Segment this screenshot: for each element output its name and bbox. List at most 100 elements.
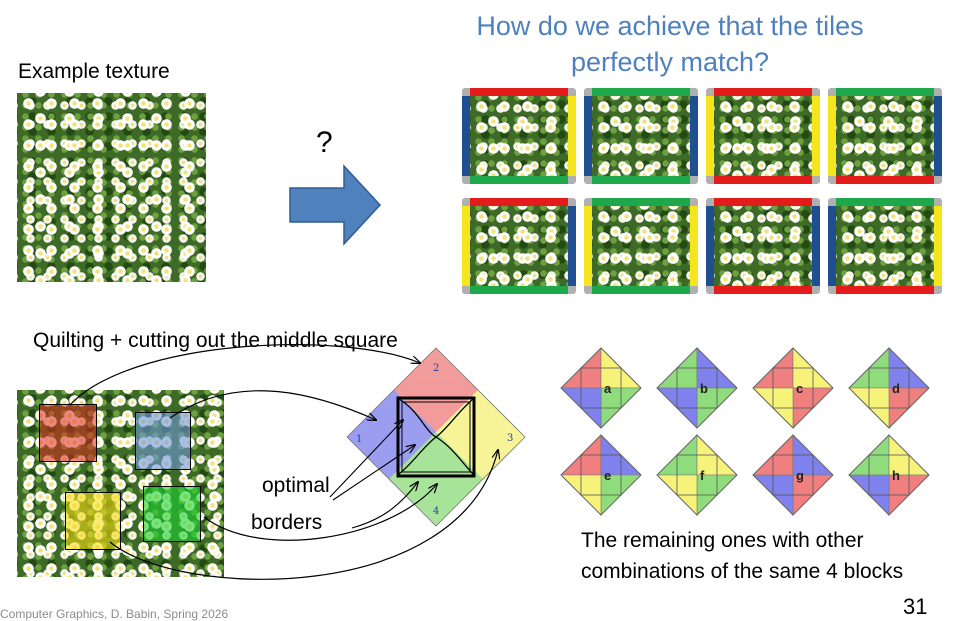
tile-edge-right <box>568 206 576 286</box>
tile-pattern-d: d <box>848 347 930 429</box>
tile-pattern-h: h <box>848 434 930 516</box>
arrow-red-to-2 <box>69 344 420 406</box>
tile-edge-left <box>462 206 470 286</box>
arrow-green-to-4 <box>203 484 437 541</box>
middle-square <box>396 396 476 478</box>
pattern-inner-square <box>676 367 718 409</box>
texture-tile <box>706 198 820 294</box>
borders-label: borders <box>251 511 323 534</box>
quilting-source-texture <box>17 390 224 577</box>
optimal-label: optimal <box>262 474 330 497</box>
pattern-label: a <box>604 381 612 396</box>
slide-title: How do we achieve that the tiles perfect… <box>476 11 864 77</box>
tile-pattern-f: f <box>656 434 738 516</box>
tile-edge-top <box>592 88 690 96</box>
tile-patterns: a b c d e f g h <box>560 345 945 520</box>
patch-number-2: 2 <box>433 363 439 374</box>
texture-tile <box>584 88 698 184</box>
texture-tile <box>462 198 576 294</box>
tiles-grid <box>462 88 947 304</box>
tile-texture-image <box>470 96 568 176</box>
tile-texture-image <box>714 206 812 286</box>
green-patch-overlay <box>143 486 201 542</box>
tile-edge-right <box>690 206 698 286</box>
tile-edge-left <box>828 206 836 286</box>
tile-pattern-g: g <box>752 434 834 516</box>
patch-number-1: 1 <box>356 434 362 445</box>
pattern-label: c <box>796 381 803 396</box>
pattern-outline <box>560 434 642 516</box>
tile-edge-bottom <box>470 176 568 184</box>
tile-texture-image <box>592 206 690 286</box>
tile-edge-top <box>470 198 568 206</box>
cut-curve-2 <box>398 398 474 475</box>
pattern-outline <box>752 347 834 429</box>
tile-edge-left <box>584 206 592 286</box>
tile-pattern-c: c <box>752 347 834 429</box>
texture-tile <box>462 88 576 184</box>
tile-pattern-a: a <box>560 347 642 429</box>
quilting-label: Quilting + cutting out the middle square <box>33 329 398 352</box>
tile-edge-right <box>812 96 820 176</box>
tile-edge-bottom <box>836 176 934 184</box>
tile-edge-top <box>836 198 934 206</box>
tile-edge-top <box>714 198 812 206</box>
pattern-outline <box>656 347 738 429</box>
tile-edge-top <box>592 198 690 206</box>
tile-edge-bottom <box>836 286 934 294</box>
tile-edge-bottom <box>714 286 812 294</box>
pattern-outline <box>752 434 834 516</box>
pattern-outline <box>560 347 642 429</box>
tile-pattern-b: b <box>656 347 738 429</box>
patch-number-4: 4 <box>433 506 439 517</box>
tile-edge-left <box>462 96 470 176</box>
tile-edge-top <box>836 88 934 96</box>
example-texture-label: Example texture <box>18 60 170 83</box>
tile-edge-right <box>934 206 942 286</box>
pattern-label: b <box>700 381 708 396</box>
tile-edge-left <box>584 96 592 176</box>
pointer-optimal-2 <box>332 445 415 501</box>
red-patch-overlay <box>39 404 97 462</box>
pattern-inner-square <box>772 454 814 496</box>
pattern-outline <box>656 434 738 516</box>
tile-edge-bottom <box>592 286 690 294</box>
pattern-outline <box>848 347 930 429</box>
pattern-inner-square <box>580 454 622 496</box>
tile-edge-right <box>690 96 698 176</box>
tile-edge-top <box>714 88 812 96</box>
pattern-inner-square <box>580 367 622 409</box>
pointer-optimal-1 <box>329 420 403 498</box>
arrow-yellow-to-3 <box>109 450 498 580</box>
page-number: 31 <box>903 594 928 619</box>
tile-pattern-e: e <box>560 434 642 516</box>
tile-texture-image <box>592 96 690 176</box>
tile-edge-bottom <box>470 286 568 294</box>
right-arrow-icon <box>289 164 382 246</box>
pointer-borders <box>351 482 418 529</box>
pattern-inner-square <box>676 454 718 496</box>
pattern-label: f <box>700 468 705 483</box>
texture-tile <box>828 198 942 294</box>
pattern-label: g <box>796 468 804 483</box>
footer-text: Computer Graphics, D. Babin, Spring 2026 <box>0 607 229 621</box>
tile-texture-image <box>714 96 812 176</box>
tile-edge-top <box>470 88 568 96</box>
tile-edge-left <box>706 96 714 176</box>
tile-edge-right <box>934 96 942 176</box>
tile-texture-image <box>470 206 568 286</box>
pattern-outline <box>848 434 930 516</box>
question-mark: ? <box>316 126 333 159</box>
tile-edge-left <box>706 206 714 286</box>
tile-texture-image <box>836 206 934 286</box>
tile-edge-right <box>568 96 576 176</box>
remaining-text: The remaining ones with other combinatio… <box>581 529 904 583</box>
yellow-patch-overlay <box>65 492 121 550</box>
patch-number-3: 3 <box>507 433 513 444</box>
texture-tile <box>828 88 942 184</box>
example-texture-image <box>17 93 206 282</box>
tile-edge-bottom <box>592 176 690 184</box>
tile-edge-bottom <box>714 176 812 184</box>
arrow-shape <box>289 164 382 246</box>
